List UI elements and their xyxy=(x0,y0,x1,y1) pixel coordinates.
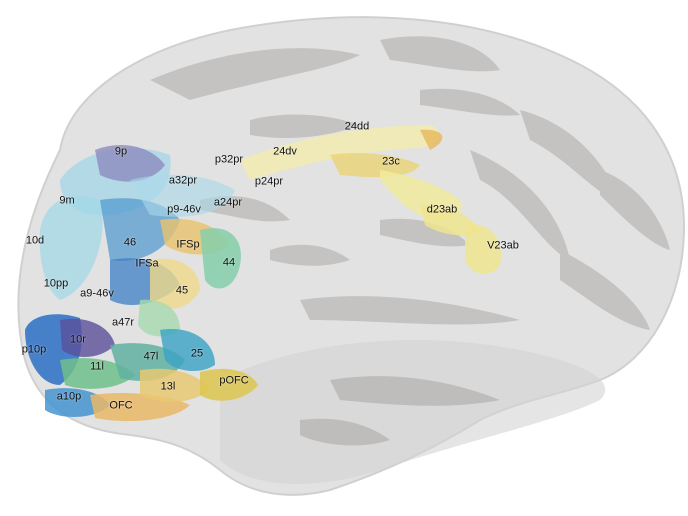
label-10r: 10r xyxy=(70,333,86,346)
label-a9-46v: a9-46v xyxy=(80,287,114,300)
label-10pp: 10pp xyxy=(43,277,69,290)
label-p24pr: p24pr xyxy=(254,175,284,188)
label-10d: 10d xyxy=(25,234,45,247)
label-44: 44 xyxy=(222,256,236,269)
label-45: 45 xyxy=(175,284,189,297)
label-V23ab: V23ab xyxy=(487,239,519,252)
label-24dd: 24dd xyxy=(344,120,370,133)
label-25: 25 xyxy=(190,347,204,360)
temporal-lobe xyxy=(220,340,606,484)
label-46: 46 xyxy=(123,236,137,249)
label-pOFC: pOFC xyxy=(219,374,249,387)
label-24dv: 24dv xyxy=(273,145,297,158)
label-p10p: p10p xyxy=(21,343,47,356)
label-9m: 9m xyxy=(59,194,75,207)
label-47l: 47l xyxy=(143,350,159,363)
label-p32pr: p32pr xyxy=(214,153,244,166)
label-13l: 13l xyxy=(160,380,176,393)
label-a32pr: a32pr xyxy=(168,174,198,187)
frontal-regions xyxy=(39,145,241,337)
label-11l: 11l xyxy=(90,360,104,373)
label-IFSp: IFSp xyxy=(176,238,200,251)
label-d23ab: d23ab xyxy=(426,203,458,216)
label-a24pr: a24pr xyxy=(213,196,243,209)
label-9p: 9p xyxy=(114,145,128,158)
label-23c: 23c xyxy=(382,155,400,168)
cingulate-regions xyxy=(240,125,501,275)
orbital-regions xyxy=(25,314,258,422)
label-a47r: a47r xyxy=(111,316,135,329)
label-a10p: a10p xyxy=(56,390,82,403)
label-p9-46v: p9-46v xyxy=(167,203,201,216)
label-IFSa: IFSa xyxy=(135,257,159,270)
label-OFC: OFC xyxy=(109,399,133,412)
